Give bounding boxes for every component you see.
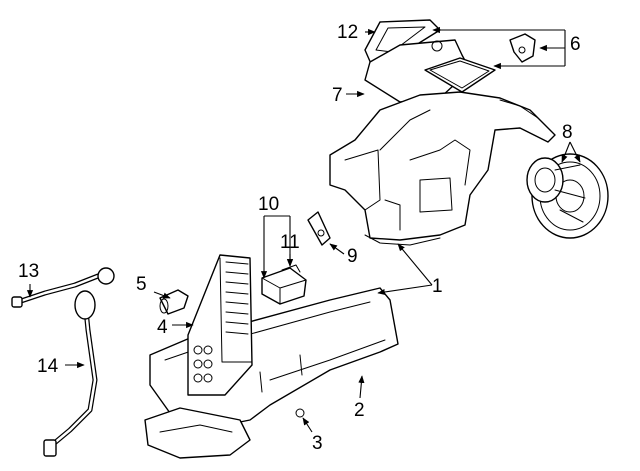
- callout-12: 12: [337, 22, 358, 43]
- callout-13: 13: [18, 261, 39, 282]
- part-6-bracket: [509, 33, 536, 63]
- part-7-housing-top: [364, 39, 496, 103]
- callout-8: 8: [562, 122, 573, 143]
- leader-lines: [26, 26, 581, 433]
- part-5-valve: [159, 289, 189, 315]
- callout-4: 4: [157, 317, 168, 338]
- callout-6: 6: [570, 34, 581, 55]
- callout-7: 7: [332, 85, 343, 106]
- callout-3: 3: [312, 433, 323, 454]
- part-14-tube: [43, 290, 98, 457]
- part-1-main-housing: [329, 91, 556, 246]
- part-11-actuator: [261, 264, 307, 305]
- part-9-clip: [307, 211, 331, 246]
- part-3-duct: [144, 407, 305, 459]
- callout-9: 9: [347, 246, 358, 267]
- part-8-blower-motor: [526, 153, 609, 239]
- callout-labels: 1 2 3 4 5 6 7 8 9 10 11 12 13 14: [18, 22, 581, 454]
- part-4-heater-core: [187, 254, 253, 396]
- callout-10: 10: [258, 194, 279, 215]
- callout-1: 1: [432, 276, 443, 297]
- callout-14: 14: [37, 356, 59, 377]
- callout-2: 2: [354, 400, 365, 421]
- callout-5: 5: [136, 274, 147, 295]
- callout-11: 11: [280, 232, 300, 253]
